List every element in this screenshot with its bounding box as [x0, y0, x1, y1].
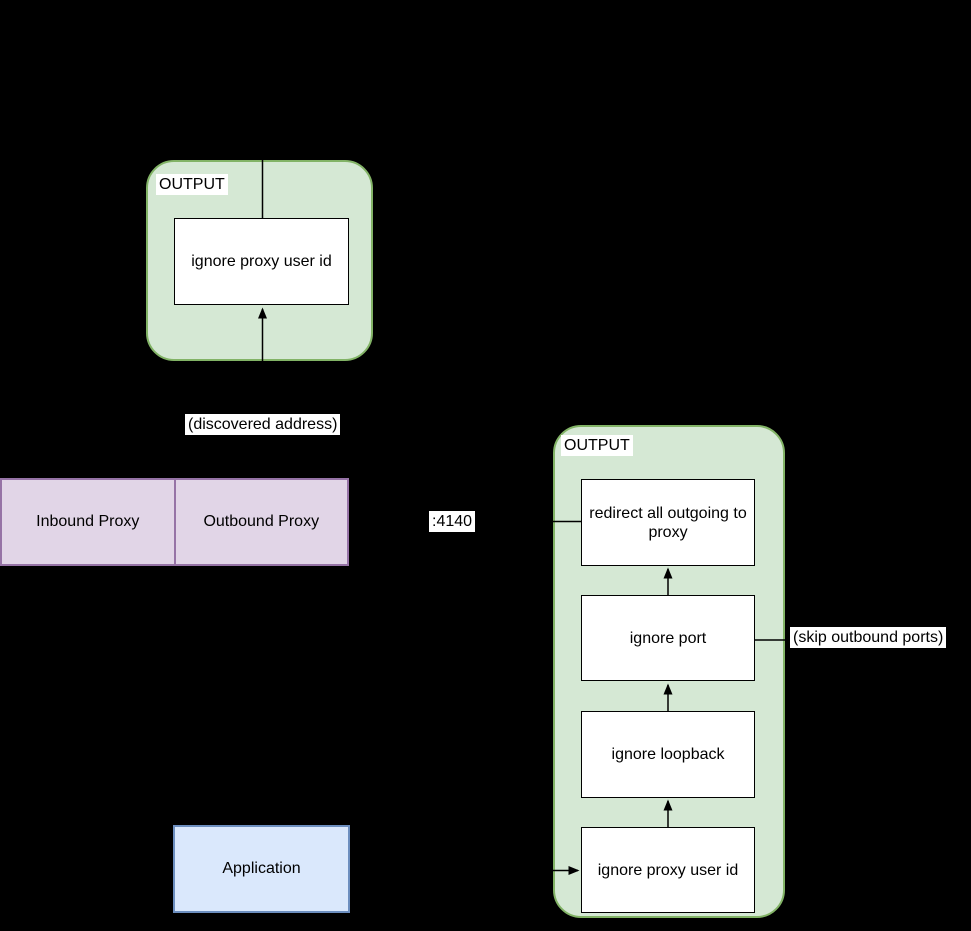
- discovered-address-label: (discovered address): [185, 414, 341, 435]
- outbound-proxy-cell: Outbound Proxy: [203, 513, 320, 530]
- output-label-top: OUTPUT: [156, 174, 228, 195]
- node-ignore-proxy-user-id-right: ignore proxy user id: [581, 827, 755, 913]
- proxy-row: Inbound Proxy Outbound Proxy: [0, 478, 349, 566]
- output-label-right: OUTPUT: [561, 435, 633, 456]
- node-redirect-all-outgoing: redirect all outgoing to proxy: [581, 479, 755, 566]
- node-ignore-port: ignore port: [581, 595, 755, 681]
- inbound-proxy-cell: Inbound Proxy: [2, 480, 176, 564]
- node-ignore-proxy-user-id-top: ignore proxy user id: [174, 218, 349, 305]
- application-node: Application: [173, 825, 350, 913]
- skip-outbound-ports-label: (skip outbound ports): [790, 627, 947, 648]
- port-4140-label: :4140: [429, 511, 476, 532]
- node-ignore-loopback: ignore loopback: [581, 711, 755, 798]
